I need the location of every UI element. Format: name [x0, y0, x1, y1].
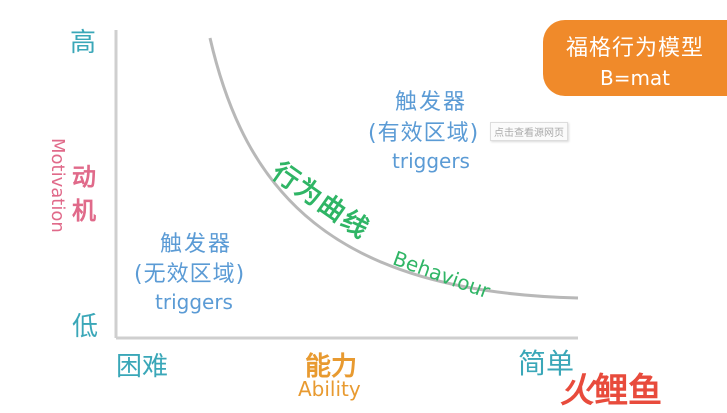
logo-part-2: 鲤	[594, 371, 628, 411]
behaviour-curve	[208, 37, 579, 300]
model-badge-title: 福格行为模型	[565, 36, 704, 61]
x-axis-right-label: 简单	[518, 347, 575, 380]
x-axis-title-en: Ability	[298, 377, 361, 401]
model-badge-formula: B=mat	[599, 66, 671, 90]
high-zone-title: 触发器	[395, 90, 468, 115]
low-zone-title: 触发器	[160, 232, 233, 257]
logo-part-1: 火	[560, 371, 594, 411]
site-logo: 火鲤鱼	[560, 363, 662, 412]
low-zone-subtitle: (无效区域)	[134, 262, 246, 287]
high-zone-subtitle: (有效区域)	[368, 121, 480, 146]
y-axis-title-cn: 动机	[72, 163, 96, 225]
x-axis-title-cn: 能力	[305, 352, 358, 382]
logo-part-3: 鱼	[628, 371, 662, 411]
view-source-tooltip[interactable]: 点击查看源网页	[490, 122, 568, 141]
y-axis-high-label: 高	[70, 28, 99, 58]
model-badge: 福格行为模型 B=mat	[543, 20, 727, 96]
high-zone-en: triggers	[392, 149, 470, 173]
y-axis-title-en: Motivation	[47, 138, 68, 233]
x-axis-left-label: 困难	[116, 352, 169, 382]
low-zone-en: triggers	[155, 290, 233, 314]
y-axis-low-label: 低	[72, 312, 99, 342]
